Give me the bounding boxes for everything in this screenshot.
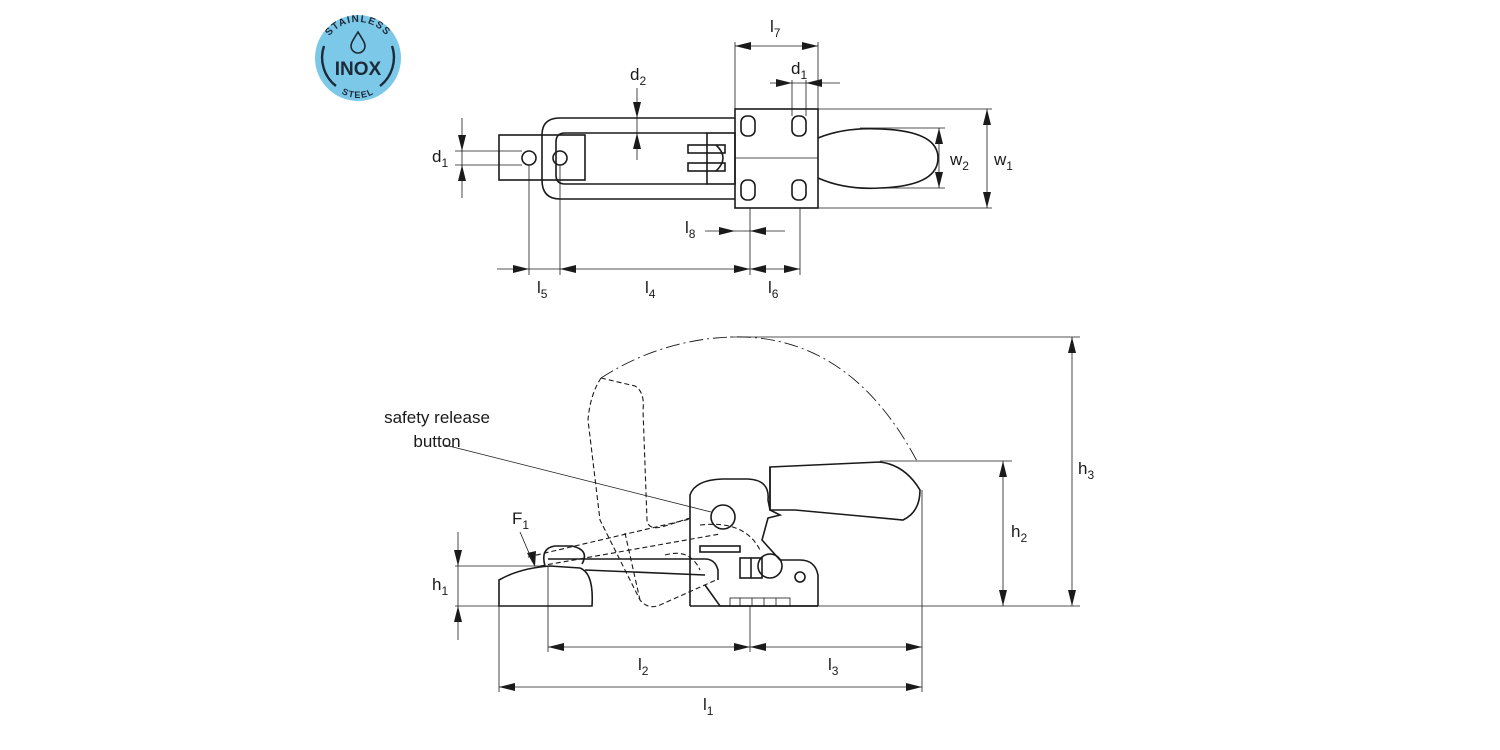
open-position-outline: [600, 377, 691, 529]
top-view: l7 d1 d2 d1 w2 w1 l8 l5 l4 l6: [432, 17, 1013, 301]
badge-bottom-text: STEEL: [340, 86, 374, 100]
callout-leader: [444, 444, 712, 513]
badge-ring-right: [379, 45, 396, 87]
svg-text:STEEL: STEEL: [340, 86, 375, 100]
dim-label-d1-right: d1: [791, 59, 807, 82]
slot-4: [791, 179, 807, 201]
swivel-curve: [715, 144, 724, 172]
dim-label-l7: l7: [770, 17, 781, 40]
swing-arc: [600, 336, 919, 464]
latch-hole-1: [521, 150, 537, 166]
dim-label-l8: l8: [685, 218, 696, 241]
dim-label-w2: w2: [949, 150, 969, 173]
dim-label-l1: l1: [703, 695, 714, 718]
dim-label-l6: l6: [768, 278, 779, 301]
latch-hole-2: [552, 150, 568, 166]
dim-label-l3: l3: [828, 655, 839, 678]
dim-label-d2: d2: [630, 65, 646, 88]
dim-label-l5: l5: [537, 278, 548, 301]
dim-label-h3: h3: [1078, 459, 1094, 482]
u-bar-inner: [555, 132, 707, 185]
tension-bar-lower: [584, 569, 706, 576]
dim-label-h2: h2: [1011, 522, 1027, 545]
stainless-steel-badge: STAINLESS INOX STEEL: [315, 14, 401, 101]
badge-ring-left: [320, 45, 337, 87]
slot-1: [740, 115, 756, 137]
safety-release-button[interactable]: [710, 504, 736, 530]
dim-label-w1: w1: [993, 150, 1013, 173]
badge-main-text: INOX: [335, 59, 382, 80]
pivot-hole: [794, 571, 806, 583]
swivel-pin-bottom: [687, 162, 726, 172]
dim-label-h1: h1: [432, 575, 448, 598]
dim-label-l2: l2: [638, 655, 649, 678]
base-plate: [734, 108, 819, 209]
swivel-ring: [757, 553, 783, 579]
handle-side-view: [769, 461, 921, 521]
callout-text-line1: safety release: [384, 408, 490, 427]
callout-text-line2: button: [413, 432, 460, 451]
bracket-bar: [699, 545, 741, 553]
swivel-body: [706, 132, 736, 185]
clamp-body: [689, 478, 819, 606]
dim-label-l4: l4: [645, 278, 656, 301]
handle-top-view: [817, 127, 939, 190]
dim-label-d1-left: d1: [432, 147, 448, 170]
water-drop-icon: [350, 30, 366, 54]
slot-3: [740, 179, 756, 201]
tension-bar: [548, 558, 719, 580]
latch-block: [498, 565, 594, 607]
badge-circle: [315, 15, 401, 101]
force-arrow-head: [527, 551, 536, 567]
dim-label-F1: F1: [512, 509, 529, 532]
swivel-pin-top: [687, 144, 726, 154]
clamp-lower-lever: [704, 584, 818, 607]
slot-2: [791, 115, 807, 137]
side-view: safety release button F1 h1 h2 h3 l2 l3 …: [384, 336, 1094, 718]
latch-hook: [542, 545, 586, 567]
u-bar: [541, 117, 735, 200]
